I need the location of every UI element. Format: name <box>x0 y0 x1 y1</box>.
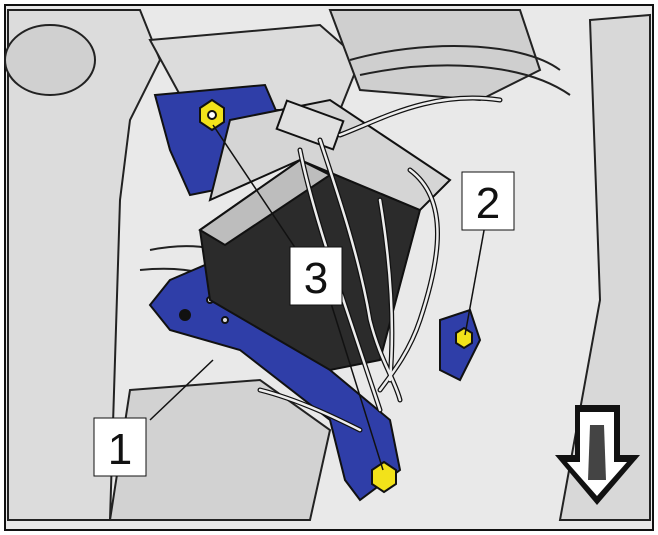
bolt-lower <box>371 460 397 494</box>
brake-lines-inner <box>258 96 502 432</box>
vehicle-front-arrow-icon <box>555 405 640 505</box>
bolt-right <box>455 326 473 350</box>
engine-bay-background <box>4 9 651 521</box>
callout-3: 3 <box>289 246 343 306</box>
callout-2: 2 <box>461 171 515 231</box>
svg-text:2: 2 <box>476 179 500 228</box>
svg-text:3: 3 <box>304 254 328 303</box>
highlighted-bolts <box>199 98 473 494</box>
callout-1: 1 <box>93 417 147 477</box>
leader-lines <box>149 124 486 471</box>
svg-text:1: 1 <box>108 425 132 474</box>
